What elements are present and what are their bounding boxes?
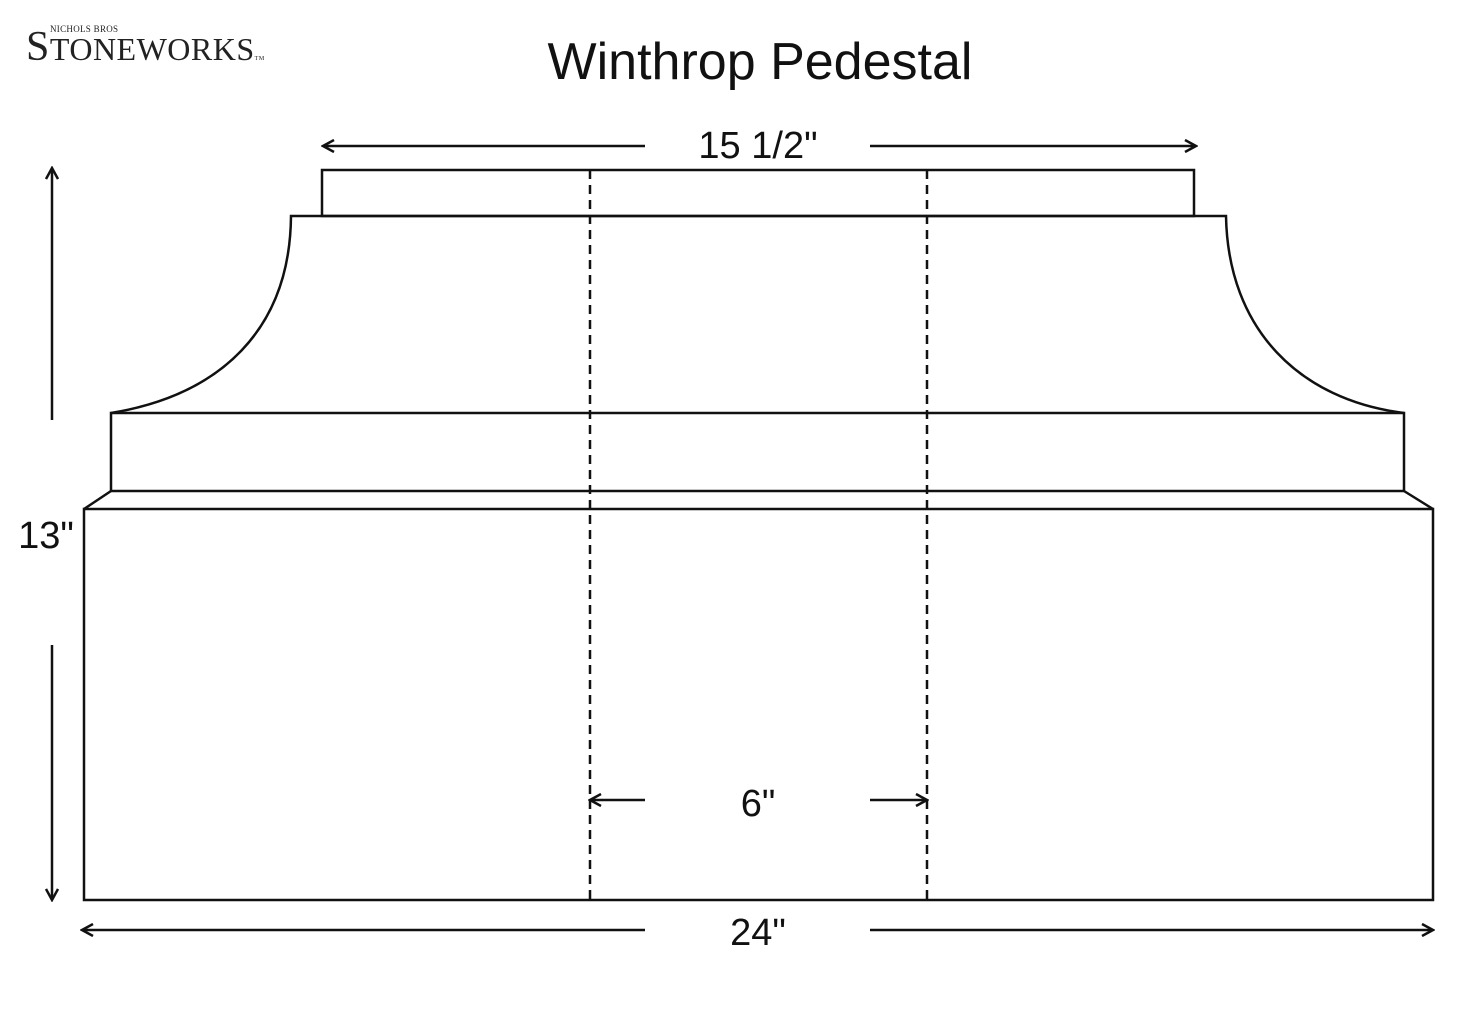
logo-initial: S	[26, 24, 50, 70]
base-width-label: 24"	[730, 912, 786, 954]
bore-label: 6"	[741, 783, 776, 825]
page-title: Winthrop Pedestal	[547, 33, 973, 91]
stoneworks-logo: NICHOLS BROS STONEWORKSTM	[26, 20, 346, 80]
chamfer	[83, 489, 1434, 511]
base-block	[82, 507, 1435, 902]
logo-trademark: TM	[254, 56, 265, 62]
logo-small-text: NICHOLS BROS	[50, 24, 119, 34]
middle-band	[109, 411, 1406, 493]
height-label: 13"	[18, 515, 74, 557]
logo-wordmark: STONEWORKSTM	[26, 26, 265, 80]
top-plinth	[320, 168, 1196, 218]
cove-section	[110, 214, 1405, 415]
logo-rest: TONEWORKS	[49, 31, 255, 67]
top-width-label: 15 1/2"	[698, 125, 817, 167]
